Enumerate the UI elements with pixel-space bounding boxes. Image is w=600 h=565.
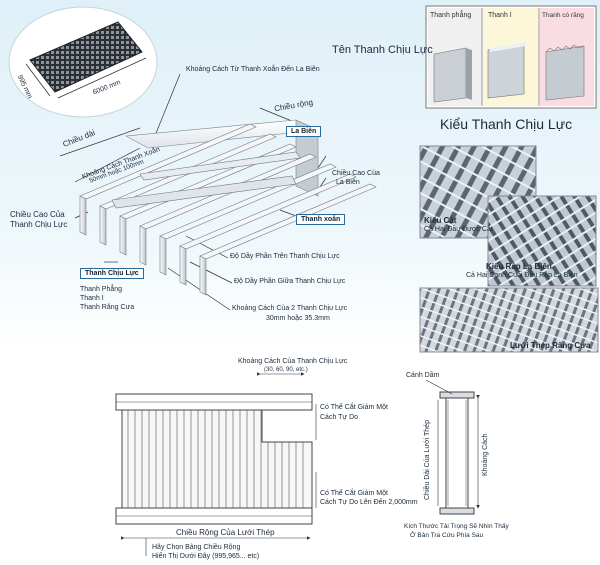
bar-spacing-values: 30mm hoặc 35.3mm (266, 315, 330, 322)
cut-free-label-3: Có Thể Cắt Giảm Một (320, 490, 388, 497)
border-height-label-2: La Biên (336, 179, 360, 186)
bar-type-serrated: Thanh Răng Cưa (80, 304, 135, 311)
bearing-bar-end (179, 245, 187, 286)
serrated-bar-caption: Thanh có răng (542, 12, 584, 19)
flange-label: Cánh Dầm (406, 372, 440, 379)
cut-free-label-1: Có Thể Cắt Giảm Một (320, 404, 388, 411)
twisted-bar-tag: Thanh xoắn (296, 214, 346, 225)
thickness-top-label: Độ Dầy Phần Trên Thanh Chịu Lực (230, 253, 340, 260)
plan-width-label: Chiều Rộng Của Lưới Thép (176, 528, 275, 537)
bearing-bar-end (139, 225, 147, 266)
bearing-bar-end (99, 205, 107, 246)
cut-type-title: Kiểu Cắt (424, 216, 457, 225)
leader-lines (59, 73, 327, 311)
section-view (425, 379, 480, 515)
bar-type-flat: Thanh Phẳng (80, 286, 123, 293)
border-height-label-1: Chiều Cao Của (332, 170, 380, 177)
banded-type-desc: Cả Hai Cạnh Cuối Đều Ráp La Biên (466, 272, 578, 279)
plan-spacing-values: (30, 60, 90, etc.) (264, 367, 308, 373)
thickness-mid-label: Độ Dầy Phần Giữa Thanh Chịu Lực (234, 278, 346, 285)
note-label-2: Ở Bản Tra Cứu Phía Sau (410, 532, 484, 539)
bearing-bar-end (159, 235, 167, 276)
bar-style-title: Kiểu Thanh Chịu Lực (440, 116, 573, 132)
cut-type-desc: Cả Hai Đầu Được Cắt (424, 226, 493, 233)
plan-spacing-title: Khoảng Cách Của Thanh Chịu Lực (238, 358, 348, 365)
bar-length-label: Chiều Dài Của Lưới Thép (424, 420, 431, 500)
choose-width-label-1: Hãy Chọn Bảng Chiều Rộng (152, 544, 241, 551)
edge-distance-label: Khoảng Cách Từ Thanh Xoắn Đến La Biên (186, 66, 320, 73)
border-bar-tag: La Biên (286, 126, 322, 137)
i-bar-caption: Thanh I (488, 12, 512, 19)
choose-width-label-2: Hiển Thị Dưới Đây (995,965... etc) (152, 553, 260, 560)
cut-free-label-4: Cách Tự Do Lên Đến 2,000mm (320, 499, 418, 506)
cut-free-label-2: Cách Tự Do (320, 414, 359, 421)
banded-type-photo (487, 195, 597, 287)
note-label-1: Kích Thước Tải Trọng Sẽ Nhìn Thấy (404, 523, 509, 530)
bar-name-heading: Tên Thanh Chịu Lực (332, 44, 433, 56)
bearing-height-label-2: Thanh Chịu Lực (10, 220, 68, 229)
bearing-bar-end (79, 195, 87, 236)
serrated-grating-title: Lưới Thép Răng Cưa (510, 341, 591, 350)
mesh-thumbnail (8, 6, 158, 118)
bearing-bar-end (119, 215, 127, 256)
bearing-bar-tag: Thanh Chịu Lực (80, 268, 144, 279)
bar-spacing-label: Khoảng Cách Của 2 Thanh Chịu Lực (232, 305, 348, 312)
bearing-height-label-1: Chiều Cao Của (10, 210, 65, 219)
distance-label: Khoảng Cách (482, 433, 489, 476)
flat-bar-caption: Thanh phẳng (430, 12, 472, 19)
bearing-bar-end (199, 255, 207, 296)
bar-type-i: Thanh I (80, 295, 104, 302)
banded-type-title: Kiểu Ráp La Biên (486, 262, 552, 271)
plan-view (115, 372, 317, 556)
serrated-grating-photo (419, 287, 599, 353)
bar-type-panel (425, 5, 597, 109)
